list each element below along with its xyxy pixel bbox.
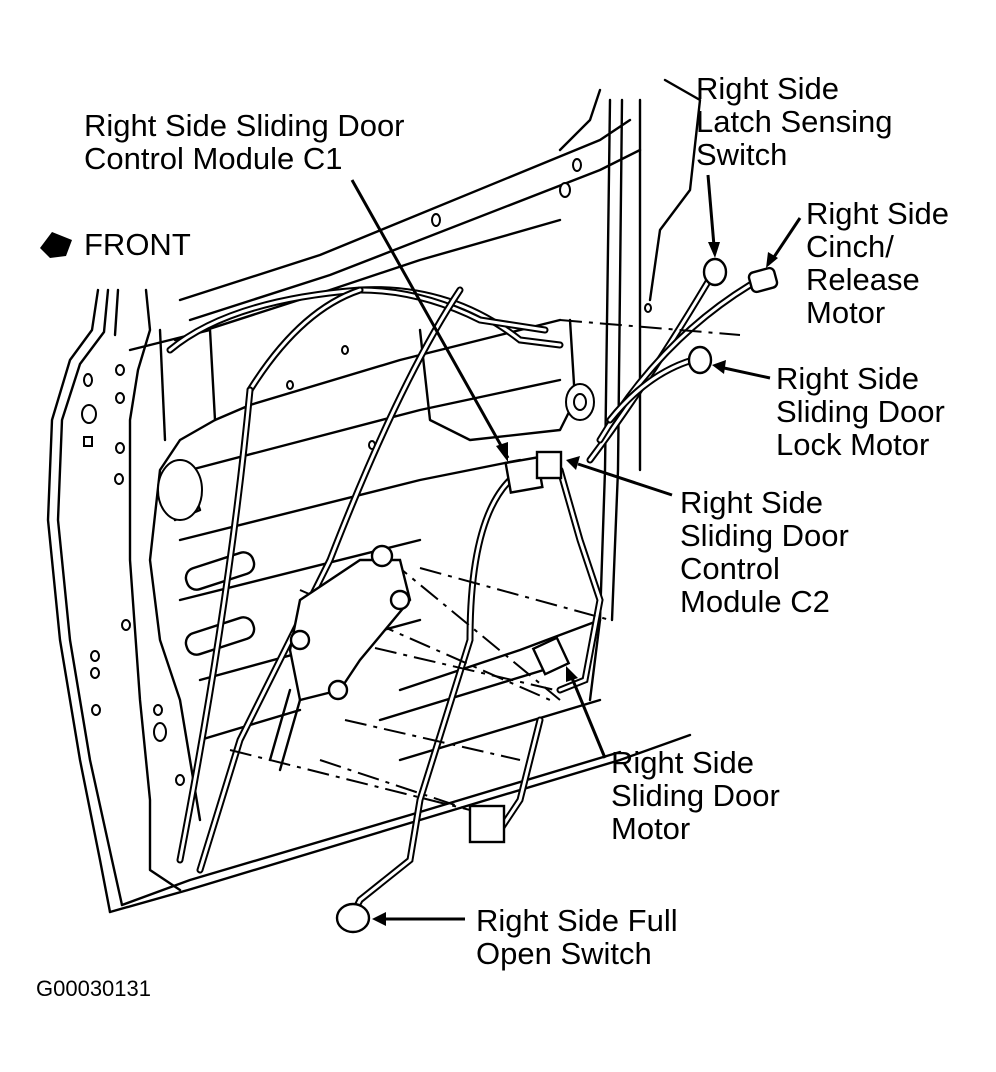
- door-motor-connector: [531, 636, 571, 676]
- callout-arrows: [350, 174, 802, 926]
- front-direction-arrow-icon: [40, 232, 72, 258]
- motor-plug-connector: [468, 804, 506, 844]
- mounting-lines: [229, 319, 741, 811]
- figure-code: G00030131: [36, 976, 151, 1001]
- lock-motor-connector: [687, 345, 713, 375]
- front-label: FRONT: [84, 227, 191, 262]
- label-control-module-c1: Right Side Sliding Door Control Module C…: [84, 108, 405, 176]
- module-c2-connector: [535, 450, 563, 480]
- label-cinch-release-motor: Right Side Cinch/ Release Motor: [806, 196, 950, 330]
- label-lock-motor: Right Side Sliding Door Lock Motor: [776, 361, 945, 462]
- mounting-holes: [81, 158, 652, 786]
- door-motor-assembly: [268, 544, 412, 772]
- latch-switch-connector: [702, 257, 728, 287]
- label-sliding-door-motor: Right Side Sliding Door Motor: [611, 745, 780, 846]
- connectors: [335, 257, 779, 934]
- cinch-motor-connector: [747, 266, 779, 294]
- door-frame: [46, 78, 702, 914]
- full-open-switch-connector: [335, 902, 371, 934]
- label-full-open-switch: Right Side Full Open Switch: [476, 903, 678, 971]
- label-latch-sensing-switch: Right Side Latch Sensing Switch: [696, 71, 893, 172]
- label-control-module-c2: Right Side Sliding Door Control Module C…: [680, 485, 849, 619]
